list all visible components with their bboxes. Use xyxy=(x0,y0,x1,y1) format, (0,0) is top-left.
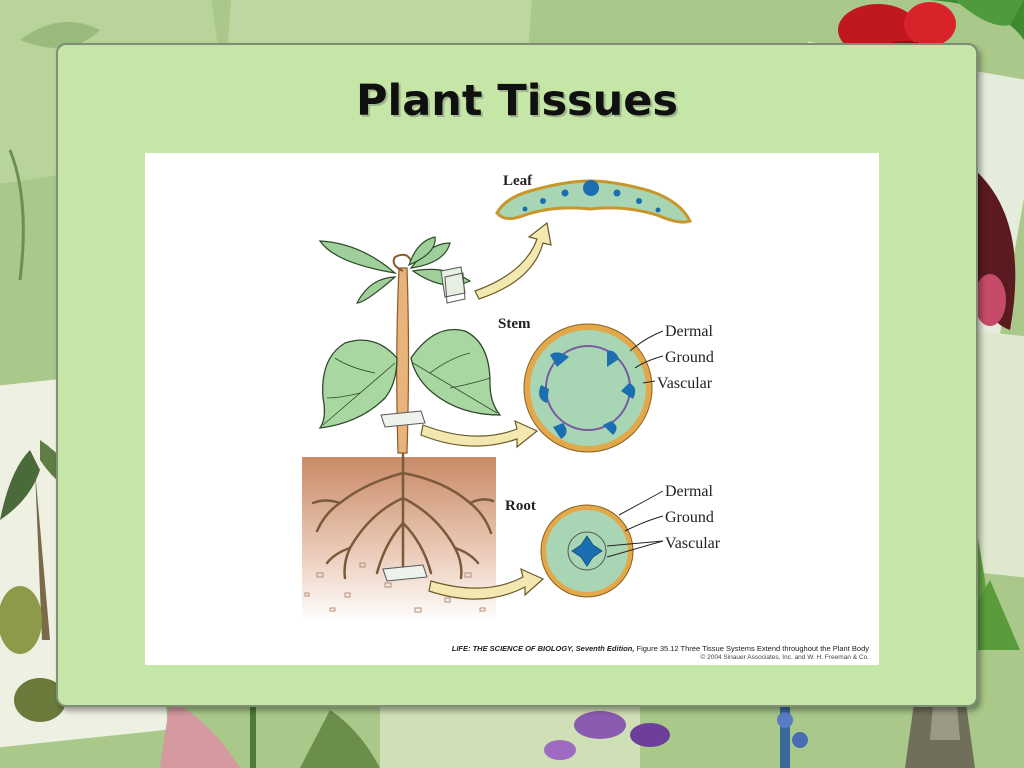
slide-title: Plant Tissues xyxy=(355,76,679,126)
soil-pebbles xyxy=(304,562,486,613)
root-cross-section xyxy=(540,504,634,598)
stem-label: Stem xyxy=(498,316,531,332)
root-sample xyxy=(382,564,428,582)
plant-diagram: Leaf Stem Root Dermal Ground Vascular De… xyxy=(302,173,721,622)
root-vascular-label: Vascular xyxy=(665,535,721,552)
leaf-veins xyxy=(322,352,498,426)
roots xyxy=(311,451,495,580)
leaf-sample xyxy=(440,266,466,304)
stem-sample xyxy=(380,410,426,428)
root-ground-label: Ground xyxy=(665,509,714,526)
middle-leaves xyxy=(318,328,502,429)
figure-copyright: © 2004 Sinauer Associates, Inc. and W. H… xyxy=(700,654,869,661)
stem-cross-section xyxy=(523,323,653,453)
root-label: Root xyxy=(505,498,536,514)
credit-book: LIFE: THE SCIENCE OF BIOLOGY, Seventh Ed… xyxy=(451,644,635,653)
bottom-flowers xyxy=(160,700,808,768)
arrow-icon xyxy=(420,221,552,600)
root-dermal-label: Dermal xyxy=(665,483,714,500)
plant-tissue-figure: Leaf Stem Root Dermal Ground Vascular De… xyxy=(145,153,879,665)
figure-credit: LIFE: THE SCIENCE OF BIOLOGY, Seventh Ed… xyxy=(452,644,869,653)
leader-lines xyxy=(606,330,664,558)
stem-vascular-label: Vascular xyxy=(657,375,713,392)
stem-dermal-label: Dermal xyxy=(665,323,714,340)
stem-ground-label: Ground xyxy=(665,349,714,366)
credit-figure-ref: Figure 35.12 Three Tissue Systems Extend… xyxy=(634,644,869,653)
leaf-label: Leaf xyxy=(503,173,533,189)
leaf-cross-section xyxy=(495,179,693,224)
plant-stem xyxy=(396,267,410,454)
